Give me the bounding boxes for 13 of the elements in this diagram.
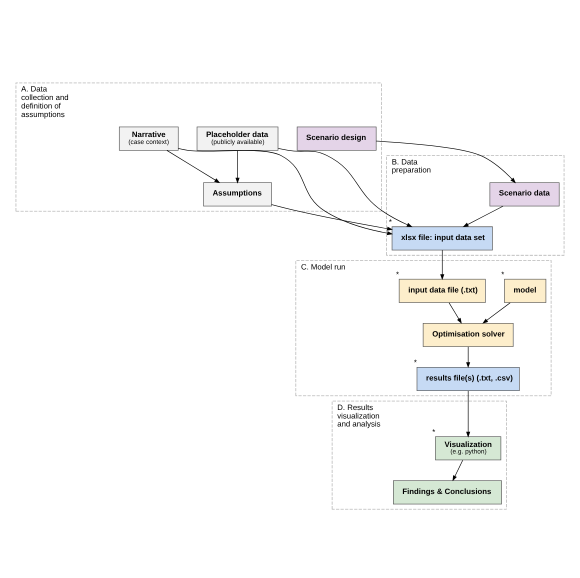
arrow	[466, 346, 470, 368]
arrow	[178, 148, 394, 235]
arrow	[271, 204, 393, 230]
arrow	[452, 459, 464, 481]
arrow	[440, 249, 444, 280]
arrow	[278, 148, 413, 227]
arrow	[466, 390, 470, 438]
arrow	[448, 302, 462, 324]
arrow	[482, 302, 511, 324]
arrow	[376, 140, 516, 183]
arrow	[462, 205, 504, 227]
arrow	[166, 150, 220, 183]
arrow	[235, 150, 240, 184]
